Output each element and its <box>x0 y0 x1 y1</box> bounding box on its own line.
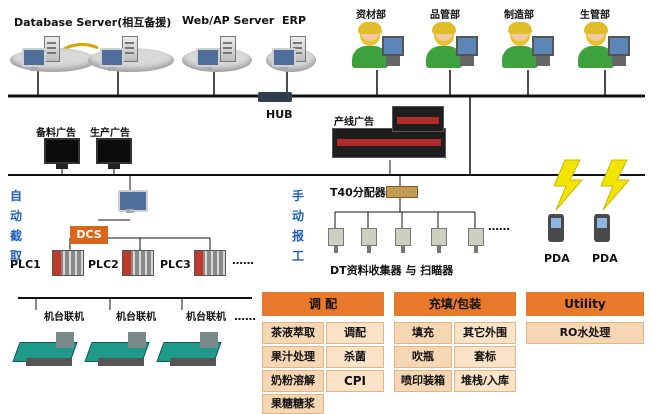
auto-capture-label: 自动截取 <box>9 189 22 263</box>
machine-icon <box>84 330 158 368</box>
t40-label: T40分配器 <box>330 186 386 199</box>
cell-tiao-pei-3: 果汁处理 <box>262 346 324 368</box>
web-pc-icon <box>196 48 220 71</box>
t40-distributor-icon <box>386 186 418 198</box>
dt-collector-icon <box>395 228 411 253</box>
machine-icon <box>12 330 86 368</box>
plc-icon <box>52 250 84 276</box>
monitor-icon <box>44 138 80 169</box>
user-icon <box>576 22 630 72</box>
hub-icon <box>258 92 292 102</box>
db-server-backup-icon <box>122 36 138 62</box>
cell-fill-pack-2: 其它外围 <box>454 322 516 344</box>
dt-collector-icon <box>431 228 447 253</box>
line-ad-display-secondary <box>392 106 444 132</box>
plc2-label: PLC2 <box>88 258 119 271</box>
machine-ellipsis: …… <box>234 310 256 323</box>
dt-collector-icon <box>468 228 484 253</box>
cell-tiao-pei-6: CPI <box>326 370 384 392</box>
cell-tiao-pei-2: 调配 <box>326 322 384 344</box>
db-pc-icon <box>22 48 46 71</box>
hub-label: HUB <box>266 108 293 121</box>
erp-pc-icon <box>272 48 296 71</box>
dept-label-1: 资材部 <box>356 10 386 21</box>
db-server-icon <box>44 36 60 62</box>
cell-fill-pack-6: 堆栈/入库 <box>454 370 516 392</box>
cell-fill-pack-5: 喷印装箱 <box>394 370 452 392</box>
plc-icon <box>122 250 154 276</box>
cell-fill-pack-3: 吹瓶 <box>394 346 452 368</box>
dt-collector-icon <box>328 228 344 253</box>
user-icon <box>424 22 478 72</box>
web-server-label: Web/AP Server <box>182 14 275 27</box>
machine-label-3: 机台联机 <box>186 312 226 323</box>
dept-label-2: 品管部 <box>430 10 460 21</box>
plc-icon <box>194 250 226 276</box>
line-ad-label: 产线广告 <box>334 117 374 128</box>
workstation-icon <box>118 190 148 213</box>
user-icon <box>350 22 404 72</box>
group-header-fill-pack: 充填/包装 <box>394 292 516 316</box>
db-backup-pc-icon <box>100 48 124 71</box>
db-server-label: Database Server(相互备援) <box>14 16 172 29</box>
group-header-tiao-pei: 调 配 <box>262 292 384 316</box>
group-header-utility: Utility <box>526 292 644 316</box>
plc3-label: PLC3 <box>160 258 191 271</box>
pda-label-2: PDA <box>592 252 618 265</box>
material-ad-label: 备料广告 <box>36 128 76 139</box>
dept-label-3: 制造部 <box>504 10 534 21</box>
dt-collector-icon <box>361 228 377 253</box>
machine-icon <box>156 330 230 368</box>
web-server-icon <box>220 36 236 62</box>
plc1-label: PLC1 <box>10 258 41 271</box>
cell-fill-pack-1: 填充 <box>394 322 452 344</box>
machine-label-1: 机台联机 <box>44 312 84 323</box>
monitor-icon <box>96 138 132 169</box>
machine-label-2: 机台联机 <box>116 312 156 323</box>
pda-label-1: PDA <box>544 252 570 265</box>
cell-tiao-pei-7: 果糖糖浆 <box>262 394 324 414</box>
erp-label: ERP <box>282 14 307 27</box>
production-ad-label: 生产广告 <box>90 128 130 139</box>
dcs-box: DCS <box>70 226 108 244</box>
dt-ellipsis: …… <box>488 220 510 233</box>
cell-tiao-pei-5: 奶粉溶解 <box>262 370 324 392</box>
cell-utility-1: RO水处理 <box>526 322 644 344</box>
pda-icon <box>594 214 610 242</box>
cell-tiao-pei-4: 杀菌 <box>326 346 384 368</box>
manual-report-label: 手动报工 <box>291 189 304 263</box>
plc-ellipsis: …… <box>232 254 254 267</box>
cell-tiao-pei-1: 茶液萃取 <box>262 322 324 344</box>
dept-label-4: 生管部 <box>580 10 610 21</box>
line-ad-display <box>332 128 446 158</box>
pda-icon <box>548 214 564 242</box>
cell-fill-pack-4: 套标 <box>454 346 516 368</box>
user-icon <box>500 22 554 72</box>
dt-label: DT资料收集器 与 扫瞄器 <box>330 264 454 277</box>
